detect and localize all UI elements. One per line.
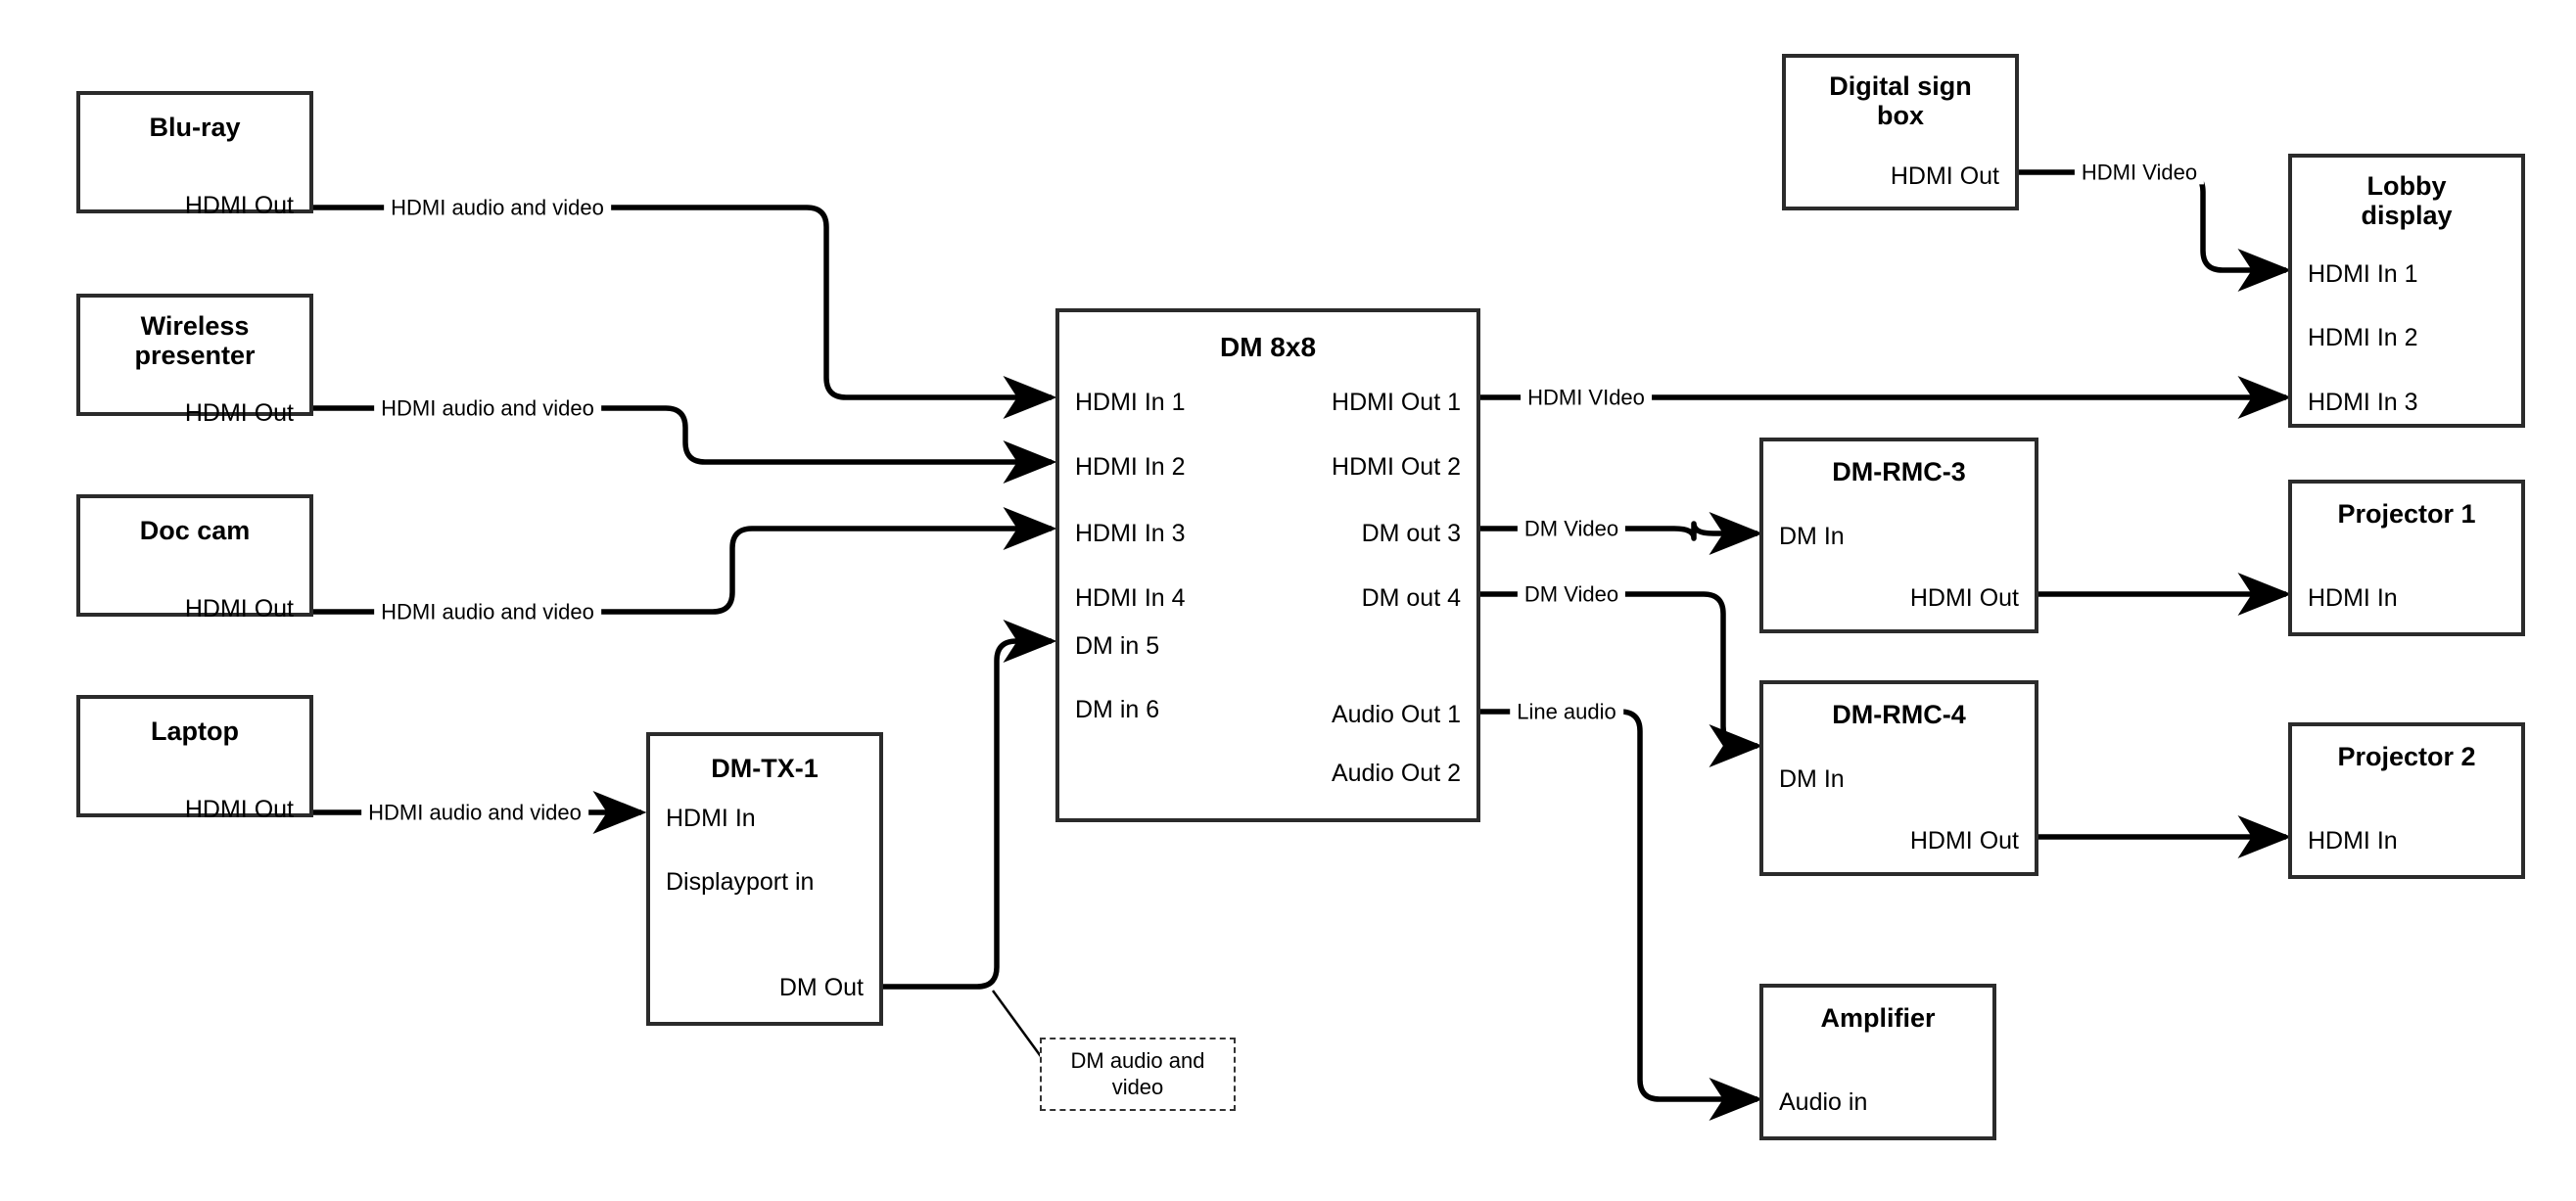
node-dm-rmc-3[interactable]: DM-RMC-3 DM In HDMI Out <box>1759 438 2038 633</box>
node-wireless-presenter-port-hdmi-out: HDMI Out <box>184 399 294 427</box>
node-bluray-title: Blu-ray <box>149 113 241 142</box>
wire-dmtx1-to-dm8x8-in5 <box>881 620 1057 990</box>
node-dm-rmc-4-port-hdmi-out: HDMI Out <box>1909 827 2019 855</box>
node-dm-rmc-4-port-dm-in: DM In <box>1779 765 1845 793</box>
node-dm-rmc-4[interactable]: DM-RMC-4 DM In HDMI Out <box>1759 680 2038 876</box>
wire-wireless-to-dm8x8-in2 <box>313 405 1057 484</box>
wire-doccam-to-dm8x8-in3 <box>313 507 1057 615</box>
node-dm-8x8-output-dm-out-4: DM out 4 <box>1361 584 1461 612</box>
node-dm-8x8[interactable]: DM 8x8 HDMI In 1 HDMI In 2 HDMI In 3 HDM… <box>1055 308 1480 822</box>
node-laptop[interactable]: Laptop HDMI Out <box>76 695 313 823</box>
node-dm-8x8-output-hdmi-out-1: HDMI Out 1 <box>1332 389 1461 416</box>
node-dm-tx-1-title: DM-TX-1 <box>711 754 819 783</box>
node-projector-1-port-hdmi-in: HDMI In <box>2308 584 2398 612</box>
node-lobby-display[interactable]: Lobby display HDMI In 1 HDMI In 2 HDMI I… <box>2288 154 2525 428</box>
node-digital-sign-box-port-hdmi-out: HDMI Out <box>1890 162 1999 190</box>
node-lobby-display-input-hdmi-in-2: HDMI In 2 <box>2308 324 2418 351</box>
node-bluray-port-hdmi-out: HDMI Out <box>184 192 294 219</box>
edge-label-digitalsign-to-lobby: HDMI Video <box>2074 160 2205 185</box>
node-dm-rmc-3-port-dm-in: DM In <box>1779 523 1845 550</box>
node-lobby-display-title: Lobby display <box>2361 171 2453 231</box>
node-dm-8x8-input-dm-in-6: DM in 6 <box>1075 696 1160 723</box>
node-dm-8x8-input-dm-in-5: DM in 5 <box>1075 632 1160 660</box>
wire-dm8x8-dmout4-to-rmc4 <box>1480 591 1763 767</box>
edge-label-laptop-to-dmtx1: HDMI audio and video <box>361 800 588 825</box>
node-digital-sign-box[interactable]: Digital sign box HDMI Out <box>1782 54 2019 210</box>
wire-dm8x8-dmout3-to-rmc3 <box>1480 512 1763 555</box>
node-doc-cam-port-hdmi-out: HDMI Out <box>184 595 294 623</box>
node-dm-8x8-input-hdmi-in-3: HDMI In 3 <box>1075 520 1186 547</box>
node-lobby-display-input-hdmi-in-1: HDMI In 1 <box>2308 260 2418 288</box>
edge-label-doccam-to-dm8x8: HDMI audio and video <box>374 599 601 624</box>
node-projector-1[interactable]: Projector 1 HDMI In <box>2288 480 2525 636</box>
node-dm-tx-1-port-hdmi-in: HDMI In <box>666 805 756 832</box>
node-dm-rmc-3-title: DM-RMC-3 <box>1832 457 1966 486</box>
node-dm-8x8-input-hdmi-in-4: HDMI In 4 <box>1075 584 1186 612</box>
node-dm-8x8-output-audio-out-2: Audio Out 2 <box>1331 760 1461 787</box>
note-dm-audio-and-video: DM audio and video <box>1040 1038 1236 1111</box>
node-projector-2[interactable]: Projector 2 HDMI In <box>2288 722 2525 879</box>
wire-dm8x8-audioout1-to-amp <box>1480 709 1763 1121</box>
node-amplifier-port-audio-in: Audio in <box>1779 1088 1868 1116</box>
node-bluray[interactable]: Blu-ray HDMI Out <box>76 91 313 219</box>
edge-label-audioout1-to-amplifier: Line audio <box>1510 699 1623 724</box>
node-dm-8x8-input-hdmi-in-2: HDMI In 2 <box>1075 453 1186 481</box>
node-laptop-port-hdmi-out: HDMI Out <box>184 796 294 823</box>
node-dm-8x8-output-dm-out-3: DM out 3 <box>1361 520 1461 547</box>
node-dm-8x8-title: DM 8x8 <box>1219 332 1317 362</box>
node-wireless-presenter-title: Wireless presenter <box>134 311 256 371</box>
node-dm-tx-1-port-dm-out: DM Out <box>778 974 864 1001</box>
node-doc-cam[interactable]: Doc cam HDMI Out <box>76 494 313 623</box>
node-dm-rmc-3-port-hdmi-out: HDMI Out <box>1909 584 2019 612</box>
node-dm-8x8-input-hdmi-in-1: HDMI In 1 <box>1075 389 1186 416</box>
node-amplifier[interactable]: Amplifier Audio in <box>1759 984 1996 1140</box>
node-projector-2-title: Projector 2 <box>2337 742 2476 771</box>
node-dm-8x8-output-audio-out-1: Audio Out 1 <box>1331 701 1461 728</box>
node-projector-1-title: Projector 1 <box>2337 499 2476 529</box>
node-dm-8x8-output-hdmi-out-2: HDMI Out 2 <box>1332 453 1461 481</box>
node-dm-tx-1[interactable]: DM-TX-1 HDMI In Displayport in DM Out <box>646 732 883 1026</box>
edge-label-dmout3-to-rmc3: DM Video <box>1517 516 1626 541</box>
node-projector-2-port-hdmi-in: HDMI In <box>2308 827 2398 855</box>
edge-label-bluray-to-dm8x8: HDMI audio and video <box>384 195 611 220</box>
node-doc-cam-title: Doc cam <box>139 516 251 545</box>
node-dm-rmc-4-title: DM-RMC-4 <box>1832 700 1966 729</box>
wire-digitalsign-to-lobby-in1 <box>2017 169 2292 292</box>
node-dm-tx-1-port-displayport-in: Displayport in <box>666 868 815 896</box>
node-laptop-title: Laptop <box>151 716 239 746</box>
node-wireless-presenter[interactable]: Wireless presenter HDMI Out <box>76 294 313 427</box>
edge-label-dmout4-to-rmc4: DM Video <box>1517 581 1626 607</box>
node-amplifier-title: Amplifier <box>1820 1003 1936 1033</box>
wire-bluray-to-dm8x8-in1 <box>313 205 1057 419</box>
node-lobby-display-input-hdmi-in-3: HDMI In 3 <box>2308 389 2418 416</box>
edge-label-hdmiout1-to-lobby: HDMI VIdeo <box>1521 385 1652 410</box>
leader-dm-audio-video-note <box>991 990 1045 1060</box>
node-digital-sign-box-title: Digital sign box <box>1829 71 1972 131</box>
edge-label-wireless-to-dm8x8: HDMI audio and video <box>374 395 601 421</box>
